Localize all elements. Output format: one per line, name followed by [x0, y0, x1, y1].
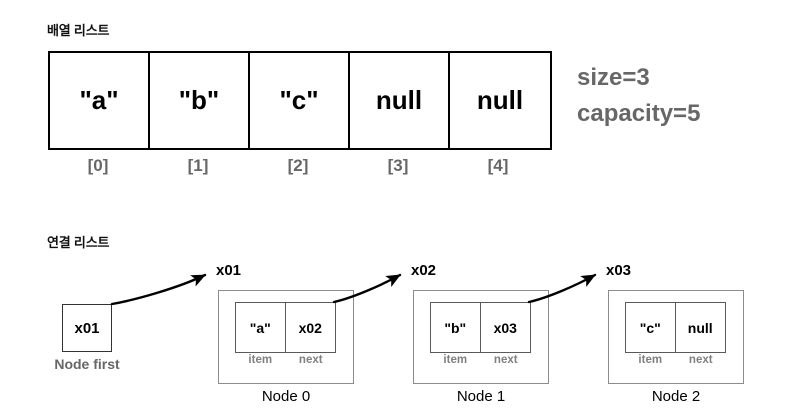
node-first-box: x01	[62, 304, 112, 352]
node-1-fields: "b" x03	[430, 302, 531, 353]
node-0-field-labels: item next	[235, 354, 336, 366]
array-index-row: [0] [1] [2] [3] [4]	[48, 156, 548, 176]
array-cell-3: null	[350, 53, 450, 148]
array-cell-1: "b"	[150, 53, 250, 148]
array-index-3: [3]	[387, 156, 409, 175]
linked-node-0: "a" x02 item next	[218, 290, 354, 384]
linked-node-2-caption: Node 2	[651, 388, 701, 405]
linked-list-heading: 연결 리스트	[47, 235, 110, 250]
array-index-0: [0]	[87, 156, 109, 175]
array-index-4: [4]	[487, 156, 509, 175]
node-address-label-1: x02	[411, 262, 437, 279]
linked-node-1-caption: Node 1	[456, 388, 506, 405]
node-2-next-value: null	[687, 319, 713, 336]
linked-node-2: "c" null item next	[608, 290, 744, 384]
node-1-next-label: next	[493, 354, 518, 366]
node-0-next-value: x02	[298, 319, 322, 336]
node-2-next-label: next	[688, 354, 713, 366]
node-address-label-0: x01	[216, 262, 242, 279]
array-index-1: [1]	[187, 156, 209, 175]
linked-node-1: "b" x03 item next	[413, 290, 549, 384]
array-cell-2: "c"	[250, 53, 350, 148]
node-address-label-2: x03	[606, 262, 632, 279]
node-1-item-label: item	[443, 354, 468, 366]
array-capacity-label: capacity=5	[577, 100, 701, 127]
node-2-item-value: "c"	[626, 303, 676, 352]
array-cell-0: "a"	[50, 53, 150, 148]
node-0-fields: "a" x02	[235, 302, 336, 353]
node-1-field-labels: item next	[430, 354, 531, 366]
node-0-item-value: "a"	[236, 303, 286, 352]
node-2-field-labels: item next	[625, 354, 726, 366]
array-list-heading: 배열 리스트	[47, 23, 110, 38]
linked-node-0-caption: Node 0	[261, 388, 311, 405]
array-size-label: size=3	[577, 64, 650, 91]
array-metadata: size=3 capacity=5	[577, 60, 700, 132]
node-0-item-label: item	[248, 354, 273, 366]
node-2-fields: "c" null	[625, 302, 726, 353]
node-0-next-label: next	[298, 354, 323, 366]
array-list-container: "a" "b" "c" null null	[48, 51, 552, 150]
node-1-next-value: x03	[493, 319, 517, 336]
node-1-item-value: "b"	[431, 303, 481, 352]
node-2-item-label: item	[638, 354, 663, 366]
pointer-arrow-first-to-node0	[110, 273, 207, 306]
node-first-label: Node first	[54, 356, 120, 372]
array-cell-4: null	[476, 85, 524, 115]
array-index-2: [2]	[287, 156, 309, 175]
